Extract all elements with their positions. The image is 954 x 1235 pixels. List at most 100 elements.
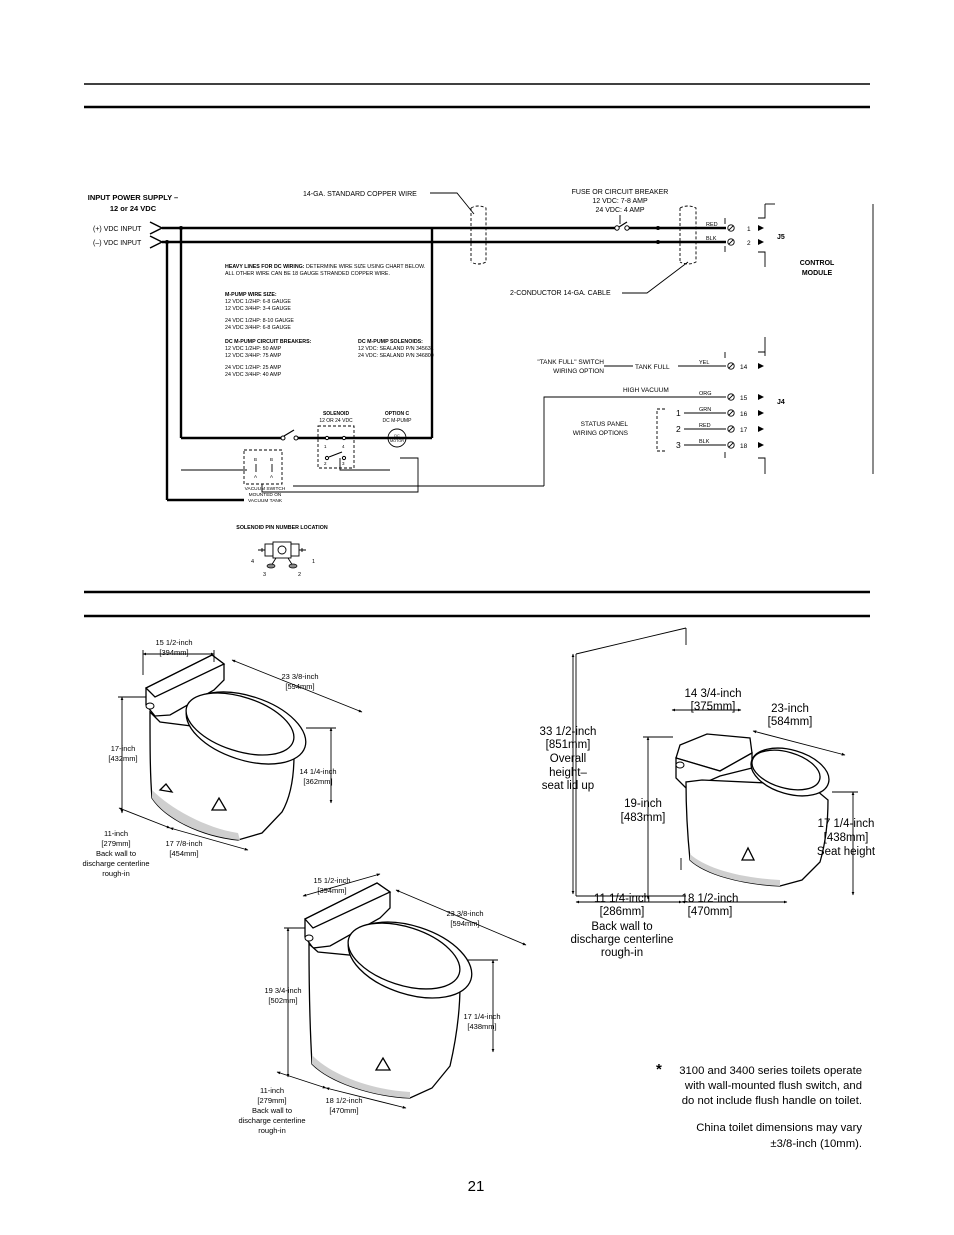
solenoid-box	[317, 425, 355, 469]
pin-number-3: 3	[263, 572, 266, 578]
toilet-drawing-3	[575, 627, 830, 897]
svg-text:[286mm]: [286mm]	[600, 906, 645, 918]
fuse-label-2: 12 VDC: 7-8 AMP	[592, 198, 648, 205]
svg-text:[483mm]: [483mm]	[621, 812, 666, 824]
svg-text:[394mm]: [394mm]	[317, 886, 346, 895]
svg-text:rough-in: rough-in	[102, 869, 130, 878]
note-1-line-3: do not include flush handle on toilet.	[682, 1095, 862, 1107]
vacuum-switch	[243, 449, 283, 485]
svg-text:16: 16	[740, 411, 748, 418]
status-number-3: 3	[676, 440, 681, 450]
svg-text:discharge centerline: discharge centerline	[571, 934, 674, 946]
toilet-1-dimensions: 15 1/2-inch [394mm] 23 3/8-inch [594mm] …	[82, 638, 363, 878]
svg-text:12 VDC 3/4HP: 3-4 GAUGE: 12 VDC 3/4HP: 3-4 GAUGE	[225, 306, 291, 312]
j5-pin2-color: BLK	[706, 236, 717, 242]
svg-text:RED: RED	[699, 423, 711, 429]
wire-notes: HEAVY LINES FOR DC WIRING: DETERMINE WIR…	[225, 264, 434, 378]
fuse-label-3: 24 VDC: 4 AMP	[595, 207, 644, 214]
svg-text:MOTOR: MOTOR	[390, 439, 404, 443]
svg-text:A: A	[254, 474, 257, 479]
pin-number-4: 4	[251, 559, 254, 565]
svg-text:23-inch: 23-inch	[771, 703, 809, 715]
svg-text:[438mm]: [438mm]	[467, 1022, 496, 1031]
svg-text:DC: DC	[394, 434, 400, 438]
svg-text:3: 3	[342, 461, 345, 466]
j5-label: J5	[777, 234, 785, 241]
svg-text:[594mm]: [594mm]	[285, 682, 314, 691]
positive-input-label: (+) VDC INPUT	[93, 226, 142, 233]
svg-text:discharge centerline: discharge centerline	[82, 859, 149, 868]
svg-text:17: 17	[740, 427, 748, 434]
option-c-sub: DC M-PUMP	[383, 418, 413, 424]
solenoid-sub: 12 OR 24 VDC	[319, 418, 353, 424]
svg-text:Back wall to: Back wall to	[96, 849, 136, 858]
svg-text:15 1/2-inch: 15 1/2-inch	[155, 638, 192, 647]
note-asterisk: *	[656, 1061, 662, 1078]
j5-pin1: 1	[747, 226, 751, 233]
note-2-line-1: China toilet dimensions may vary	[696, 1122, 862, 1134]
svg-text:[394mm]: [394mm]	[159, 648, 188, 657]
status-panel-1: STATUS PANEL	[581, 421, 629, 428]
svg-text:24 VDC 3/4HP: 40 AMP: 24 VDC 3/4HP: 40 AMP	[225, 372, 282, 378]
svg-text:33 1/2-inch: 33 1/2-inch	[540, 726, 597, 738]
j4-pin-15: ORG 15	[699, 391, 764, 402]
note-2-line-2: ±3/8-inch (10mm).	[770, 1138, 862, 1150]
svg-text:BLK: BLK	[699, 439, 710, 445]
vacuum-switch-3: VACUUM TANK	[248, 498, 283, 504]
svg-text:ALL OTHER WIRE CAN BE 18 GAUGE: ALL OTHER WIRE CAN BE 18 GAUGE STRANDED …	[225, 271, 390, 277]
svg-text:[502mm]: [502mm]	[268, 996, 297, 1005]
svg-text:14 3/4-inch: 14 3/4-inch	[685, 688, 742, 700]
input-power-sub: 12 or 24 VDC	[110, 204, 157, 213]
control-module-2: MODULE	[802, 270, 833, 277]
toilet-2-dimensions: 15 1/2-inch [394mm] 23 3/8-inch [594mm] …	[238, 873, 527, 1135]
status-panel-2: WIRING OPTIONS	[573, 430, 629, 437]
svg-text:Back wall to: Back wall to	[591, 921, 652, 933]
svg-text:Seat height: Seat height	[817, 846, 876, 858]
svg-text:B: B	[270, 457, 273, 462]
svg-text:height–: height–	[549, 767, 587, 779]
svg-text:Back wall to: Back wall to	[252, 1106, 292, 1115]
svg-text:[438mm]: [438mm]	[824, 832, 869, 844]
svg-text:DC M-PUMP SOLENOIDS:: DC M-PUMP SOLENOIDS:	[358, 339, 423, 345]
svg-text:15: 15	[740, 395, 748, 402]
note-1-line-2: with wall-mounted flush switch, and	[684, 1080, 862, 1092]
svg-text:[584mm]: [584mm]	[768, 716, 813, 728]
j4-label: J4	[777, 399, 785, 406]
page-number: 21	[468, 1178, 485, 1195]
high-vacuum-label: HIGH VACUUM	[623, 387, 669, 394]
svg-text:19 3/4-inch: 19 3/4-inch	[264, 986, 301, 995]
svg-text:24 VDC 1/2HP: 25 AMP: 24 VDC 1/2HP: 25 AMP	[225, 365, 282, 371]
dc-motor-symbol	[387, 428, 407, 448]
svg-text:15 1/2-inch: 15 1/2-inch	[313, 876, 350, 885]
wiring-diagram: INPUT POWER SUPPLY – 12 or 24 VDC (+) VD…	[88, 189, 874, 578]
svg-text:12 VDC 3/4HP: 75 AMP: 12 VDC 3/4HP: 75 AMP	[225, 353, 282, 359]
svg-text:19-inch: 19-inch	[624, 798, 662, 810]
svg-text:[432mm]: [432mm]	[108, 754, 137, 763]
svg-text:12 VDC 1/2HP: 6-8 GAUGE: 12 VDC 1/2HP: 6-8 GAUGE	[225, 299, 291, 305]
svg-text:[470mm]: [470mm]	[688, 906, 733, 918]
solenoid-title: SOLENOID	[323, 411, 350, 417]
svg-text:discharge centerline: discharge centerline	[238, 1116, 305, 1125]
tank-full-label: TANK FULL	[635, 364, 670, 371]
j5-pin2: 2	[747, 240, 751, 247]
svg-text:14 1/4-inch: 14 1/4-inch	[299, 767, 336, 776]
input-power-title: INPUT POWER SUPPLY –	[88, 193, 178, 202]
svg-text:[279mm]: [279mm]	[257, 1096, 286, 1105]
vacuum-switch-1: VACUUM SWITCH	[245, 486, 286, 492]
svg-text:17-inch: 17-inch	[111, 744, 136, 753]
pin-location-title: SOLENOID PIN NUMBER LOCATION	[236, 525, 328, 531]
svg-text:[362mm]: [362mm]	[303, 777, 332, 786]
svg-text:M-PUMP WIRE SIZE:: M-PUMP WIRE SIZE:	[225, 292, 277, 298]
svg-text:ORG: ORG	[699, 391, 712, 397]
note-1-line-1: 3100 and 3400 series toilets operate	[679, 1065, 862, 1077]
svg-text:12 VDC 1/2HP: 50 AMP: 12 VDC 1/2HP: 50 AMP	[225, 346, 282, 352]
j5-pin1-color: RED	[706, 222, 718, 228]
option-c-title: OPTION C	[385, 411, 410, 417]
two-conductor-label: 2-CONDUCTOR 14-GA. CABLE	[510, 290, 611, 297]
svg-text:Overall: Overall	[550, 753, 586, 765]
svg-text:B: B	[254, 457, 257, 462]
svg-text:24 VDC: SEALAND P/N 346800: 24 VDC: SEALAND P/N 346800	[358, 353, 434, 359]
svg-text:24 VDC 1/2HP: 8-10 GAUGE: 24 VDC 1/2HP: 8-10 GAUGE	[225, 318, 294, 324]
svg-text:18: 18	[740, 443, 748, 450]
